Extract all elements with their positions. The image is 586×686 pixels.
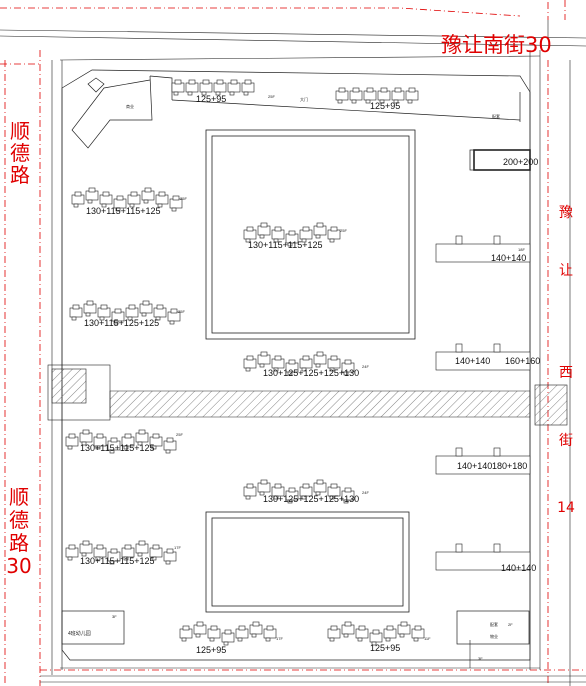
road-name-west-upper: 顺 德 路 <box>8 120 32 186</box>
building-label-w2: 130+115+125+125 <box>84 318 160 328</box>
building-label-ne-small: 200+200 <box>503 157 539 167</box>
road-char-east-5: 14 <box>557 500 575 516</box>
road-char-east-3: 西 <box>559 365 573 381</box>
floors-label-s1: 17F <box>276 636 283 641</box>
kindergarten-label: 4班幼儿园 <box>68 631 91 637</box>
floors-label-n1: 25F <box>268 94 275 99</box>
building-label-e3b: 180+180 <box>492 461 528 471</box>
site-boundary <box>61 69 531 661</box>
se-facility-floors: 2F <box>508 622 513 627</box>
building-label-n1: 125+95 <box>196 94 227 104</box>
floors-label-w3: 25F <box>176 432 183 437</box>
floors-label-mid: 24F <box>362 364 369 369</box>
building-label-s2: 125+95 <box>370 643 401 653</box>
road-char-east-2: 让 <box>559 263 573 279</box>
building-label-w3: 130+115+115+125 <box>80 443 155 453</box>
se-facility-label-1: 配套 <box>490 622 498 627</box>
building-label-s1: 125+95 <box>196 645 227 655</box>
greenway-band <box>47 364 568 426</box>
floors-label-w1: 25F <box>180 196 187 201</box>
se-floor-label: 3F <box>478 656 483 661</box>
building-label-e2a: 140+140 <box>455 356 491 366</box>
building-label-w1: 130+115+115+125 <box>86 206 161 216</box>
building-label-center: 130+115+115+125 <box>248 240 323 250</box>
road-char: 德 <box>10 141 30 165</box>
floors-label-s2: 11F <box>424 636 431 641</box>
building-label-e3a: 140+140 <box>457 461 493 471</box>
building-label-e1: 140+140 <box>491 253 527 263</box>
building-label-e2b: 160+160 <box>505 356 541 366</box>
gate-label: 大门 <box>300 97 308 102</box>
floors-label-center: 25F <box>340 228 347 233</box>
green-squares <box>205 129 416 613</box>
ne-facility-label: 配套 <box>492 114 500 119</box>
floors-label-w2: 25F <box>178 309 185 314</box>
building-label-mid2: 130+125+125+125+130 <box>263 494 360 504</box>
road-char-east-1: 豫 <box>559 205 573 221</box>
nw-facility-label: 商业 <box>126 104 134 109</box>
road-char: 路 <box>9 531 29 555</box>
road-name-west-lower: 顺 德 路 30 <box>5 486 33 578</box>
road-char: 顺 <box>9 485 29 509</box>
kindergarten-floors: 3F <box>112 614 117 619</box>
road-char: 30 <box>6 554 32 578</box>
floors-label-w4: 17F <box>174 545 181 550</box>
building-footprints <box>65 79 531 646</box>
road-char: 路 <box>10 163 30 187</box>
road-name-north: 豫让南街30 <box>441 33 552 57</box>
road-char: 顺 <box>10 119 30 143</box>
road-char: 德 <box>9 508 29 532</box>
floors-label-mid2: 24F <box>362 490 369 495</box>
floors-label-e1: 18F <box>518 247 525 252</box>
road-char-east-4: 街 <box>559 433 573 449</box>
building-label-e4: 140+140 <box>501 563 537 573</box>
se-facility-label-2: 物业 <box>490 634 498 639</box>
building-label-mid: 130+125+125+125+130 <box>263 368 360 378</box>
building-label-w4: 130+115+115+125 <box>80 556 155 566</box>
building-label-n2: 125+95 <box>370 101 401 111</box>
